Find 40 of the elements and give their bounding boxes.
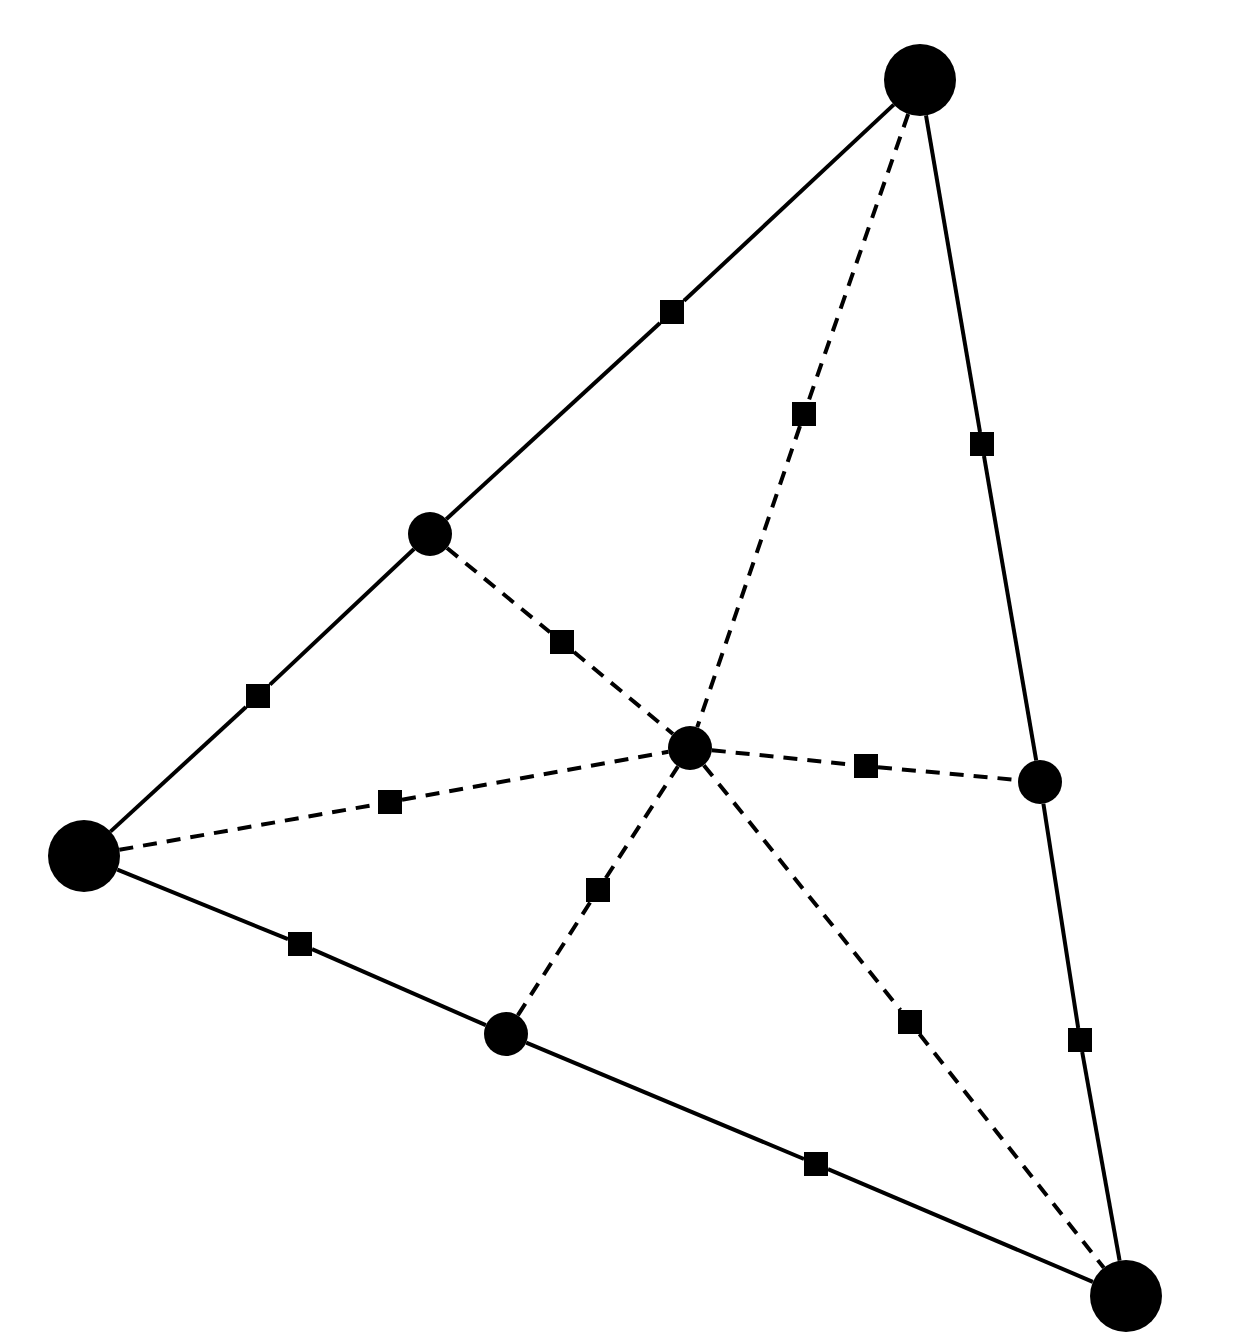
dashed-line: [695, 425, 802, 728]
dashed-line: [702, 763, 902, 1012]
square-marker: [792, 402, 816, 426]
solid-line: [311, 947, 487, 1028]
solid-line: [1080, 1051, 1122, 1261]
square-marker: [288, 932, 312, 956]
junction-dot: [484, 1012, 528, 1056]
square-marker: [804, 1152, 828, 1176]
dashed-line: [572, 650, 675, 736]
solid-line: [525, 1040, 805, 1161]
junction-dot: [1090, 1260, 1162, 1332]
solid-line: [268, 547, 416, 687]
dashed-line: [401, 749, 669, 802]
solid-line: [982, 455, 1039, 761]
solid-line: [682, 103, 896, 303]
square-marker: [550, 630, 574, 654]
square-marker: [246, 684, 270, 708]
solid-line: [109, 705, 248, 834]
solid-line: [827, 1167, 1094, 1284]
dashed-line: [604, 765, 680, 880]
square-marker: [378, 790, 402, 814]
dashed-line: [917, 1032, 1106, 1270]
square-marker: [660, 300, 684, 324]
solid-line: [924, 115, 982, 433]
dashed-line: [516, 900, 593, 1017]
junction-dot: [1018, 760, 1062, 804]
solid-line: [444, 321, 662, 521]
junction-dot: [884, 44, 956, 116]
dashed-line: [445, 546, 552, 634]
square-marker: [586, 878, 610, 902]
square-marker: [1068, 1028, 1092, 1052]
square-marker: [898, 1010, 922, 1034]
solid-line: [116, 867, 289, 942]
dashed-line: [806, 113, 911, 403]
junction-dot: [668, 726, 712, 770]
junction-dot: [408, 512, 452, 556]
junction-dot: [48, 820, 120, 892]
solid-line: [1041, 803, 1081, 1029]
square-marker: [970, 432, 994, 456]
square-marker: [854, 754, 878, 778]
